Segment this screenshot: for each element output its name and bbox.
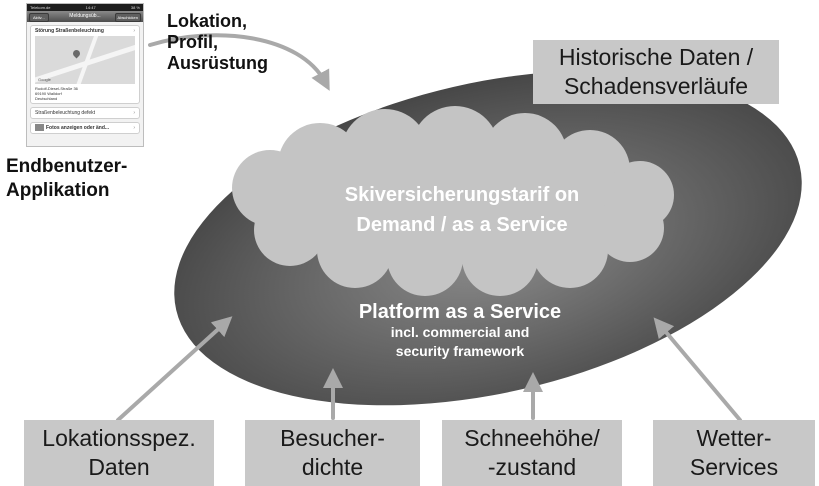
map-pin-icon [71,48,82,59]
source-wetter-line-1: Wetter- [696,425,772,451]
historische-line-2: Schadensverläufe [563,73,749,99]
phone-row-category[interactable]: Störung Straßenbeleuchtung › [31,26,139,36]
historische-line-1: Historische Daten / [558,44,754,70]
phone-nav-bar: Aktiv... Meldungsüb... Abschicken [27,11,143,22]
phone-address: Rudolf-Diesel-Straße 36 69190 Walldorf D… [31,84,139,103]
source-box-lokation: Lokationsspez. Daten [24,420,214,486]
status-carrier: Telekom.de [30,5,51,10]
source-box-besucher: Besucher- dichte [245,420,420,486]
annotation-line-2: Profil, [167,32,219,52]
source-besucher-line-2: dichte [301,454,364,480]
endbenutzer-line-2: Applikation [6,180,110,201]
phone-description-card[interactable]: Straßenbeleuchtung defekt › [30,107,140,119]
status-battery: 38 % [130,5,140,10]
address-line-2: 69190 Walldorf [35,91,62,96]
chevron-right-icon: › [133,125,135,131]
source-lokation-line-1: Lokationsspez. [42,425,196,451]
photo-thumbnail-icon [35,124,44,132]
platform-subtitle-line2: security framework [396,343,525,359]
address-line-3: Deutschland [35,96,58,101]
platform-subtitle-line1: incl. commercial and [391,324,530,340]
phone-report-card: Störung Straßenbeleuchtung › Google Rudo… [30,25,140,104]
phone-row-photos: Fotos anzeigen oder änd... [46,125,110,131]
source-besucher-line-1: Besucher- [280,425,385,451]
cloud-title-line1: Skiversicherungstarif on [345,184,580,206]
mobile-app-screenshot: Telekom.de 14:47 38 % Aktiv... Meldungsü… [26,3,144,147]
arrow-endbenutzer-to-platform [148,33,330,91]
phone-back-button[interactable]: Aktiv... [29,13,49,22]
annotation-line-1: Lokation, [167,11,247,31]
address-line-1: Rudolf-Diesel-Straße 36 [35,86,78,91]
endbenutzer-label: Endbenutzer- Applikation [6,155,127,203]
status-time: 14:47 [85,5,96,10]
endbenutzer-line-1: Endbenutzer- [6,156,128,177]
source-schnee-line-1: Schneehöhe/ [464,425,600,451]
source-box-schnee: Schneehöhe/ -zustand [442,420,622,486]
map-logo: Google [38,77,51,82]
phone-nav-title: Meldungsüb... [69,13,101,19]
cloud-title-line2: Demand / as a Service [356,214,567,236]
annotation-line-3: Ausrüstung [167,53,268,73]
phone-map[interactable]: Google [35,36,135,84]
source-lokation-line-2: Daten [88,454,150,480]
arrow-wetter-to-platform [653,317,742,422]
source-schnee-line-2: -zustand [487,454,577,480]
chevron-right-icon: › [133,110,135,116]
phone-photos-card[interactable]: Fotos anzeigen oder änd... › [30,122,140,134]
data-flow-annotation: Lokation, Profil, Ausrüstung [167,11,268,74]
phone-send-button[interactable]: Abschicken [114,13,141,22]
source-box-wetter: Wetter- Services [653,420,815,486]
platform-title: Platform as a Service [359,301,561,323]
historische-daten-box: Historische Daten / Schadensverläufe [533,40,779,104]
source-wetter-line-2: Services [689,454,779,480]
phone-row-category-label: Störung Straßenbeleuchtung [35,28,104,34]
chevron-right-icon: › [133,28,135,34]
phone-status-bar: Telekom.de 14:47 38 % [27,4,143,11]
service-cloud [232,106,674,296]
arrow-lokation-to-platform [116,316,233,422]
phone-row-description: Straßenbeleuchtung defekt [35,110,96,116]
